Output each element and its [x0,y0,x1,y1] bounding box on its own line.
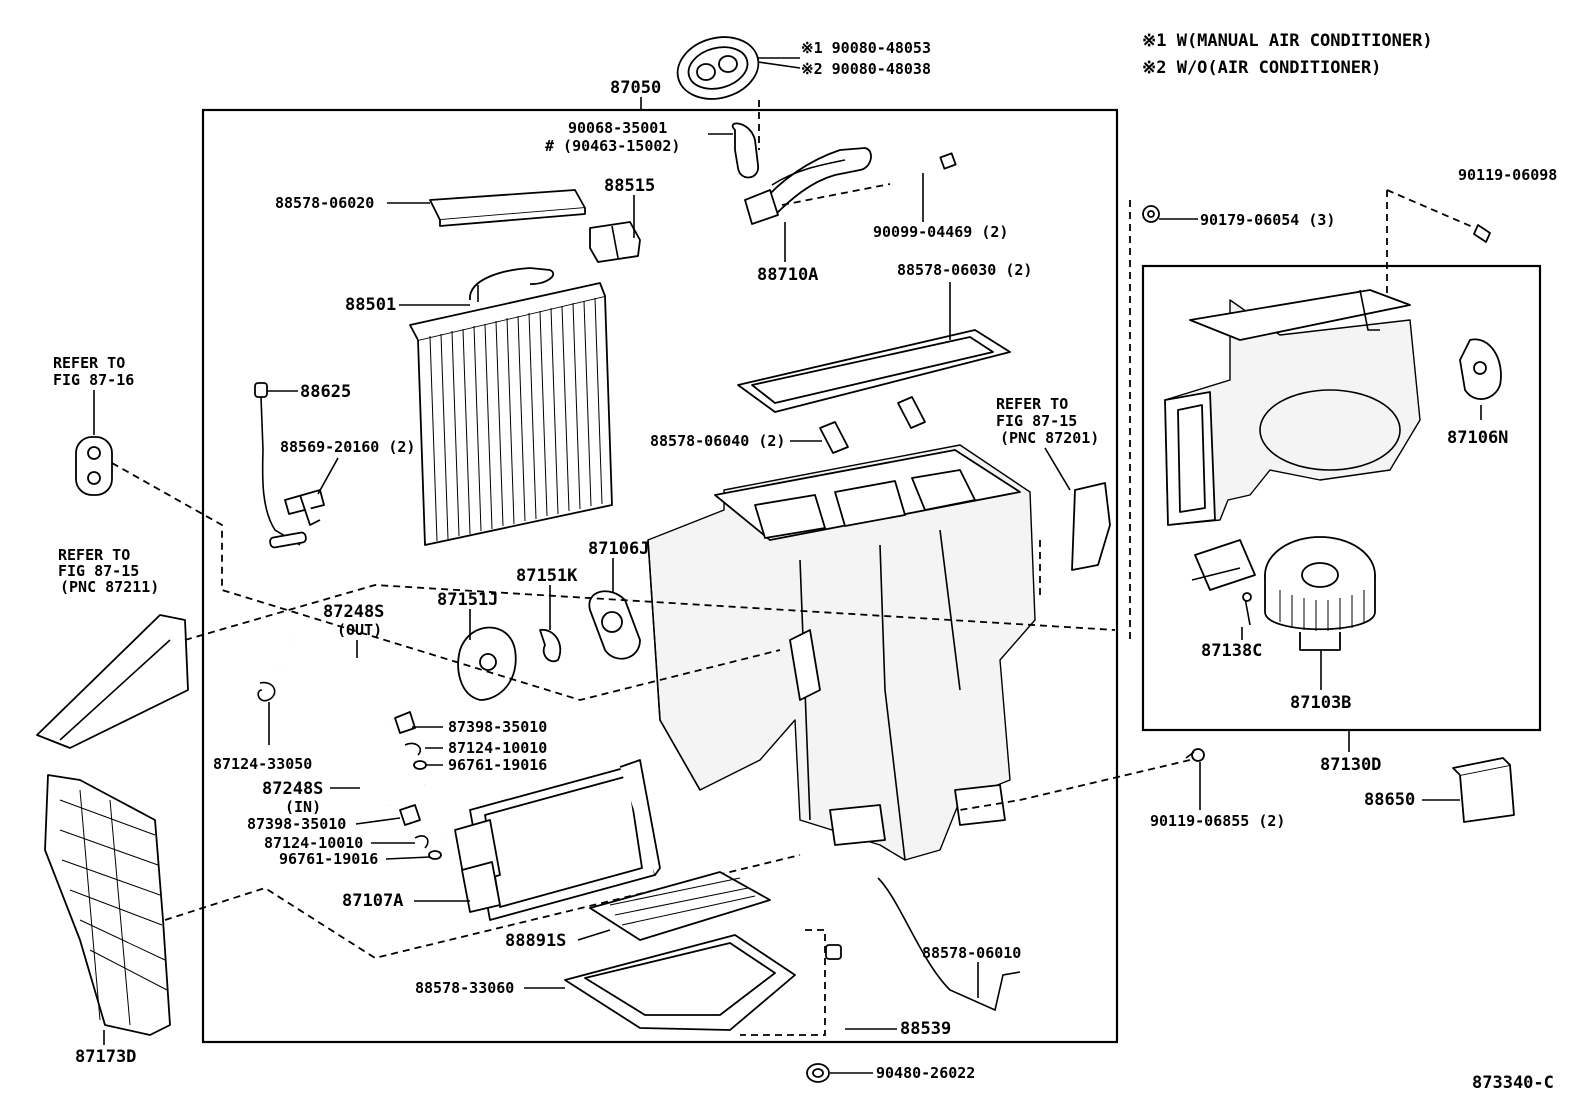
blower-motor-87103B [1264,536,1376,651]
evaporator-part [409,267,613,546]
label-90080-48038: ※2 90080-48038 [801,60,931,78]
tray-88891S [589,871,771,941]
label-87124-33050: 87124-33050 [213,755,312,773]
servo-87106N [1459,338,1502,400]
pad-06040 [819,396,926,454]
figure-id: 873340-C [1472,1073,1554,1093]
label-90480-26022: 90480-26022 [876,1064,975,1082]
label-88501: 88501 [345,295,396,315]
label-87103B: 87103B [1290,693,1351,713]
main-unit-frame [201,108,1119,1044]
label-96761-19016-b: 96761-19016 [279,850,378,868]
drain-hose-88539 [825,944,847,1041]
ref-right-line2: FIG 87-15 [996,412,1077,430]
block-88515 [589,221,641,263]
ref-fig-87-16-line1: REFER TO [53,354,125,372]
label-88569-20160: 88569-20160 (2) [280,438,415,456]
duct-87211 [36,614,189,749]
clip-87124-33050 [257,681,276,702]
label-87050: 87050 [610,78,661,98]
ref-left-line1: REFER TO [58,546,130,564]
ref-left-line2: FIG 87-15 [58,562,139,580]
bolt-part [889,152,957,184]
label-88710A: 88710A [757,265,818,285]
label-90099-04469: 90099-04469 (2) [873,223,1008,241]
thermistor-part [254,382,307,549]
label-90179-06054: 90179-06054 (3) [1200,211,1335,229]
ref-right-line3: (PNC 87201) [1000,429,1099,447]
label-87248S-in-sub: (IN) [285,798,321,816]
block-88650 [1452,757,1515,823]
drain-pan-88578-33060 [564,934,796,1031]
hvac-case [647,444,1036,861]
label-88578-06030: 88578-06030 (2) [897,261,1032,279]
pipe-87248S-in [278,665,447,843]
label-90068-35001: 90068-35001 [568,119,667,137]
label-87106N: 87106N [1447,428,1508,448]
label-87124-10010-a: 87124-10010 [448,739,547,757]
pipe-87248S-out [292,637,395,722]
ref-fig-87-16-line2: FIG 87-16 [53,371,134,389]
label-88578-06020: 88578-06020 [275,194,374,212]
label-87398-35010-b: 87398-35010 [247,815,346,833]
cover-87173D [44,774,171,1036]
wire-88578-06010 [877,877,1021,1012]
screw-90119-06855 [1185,748,1205,762]
gasket-06030 [737,329,1011,413]
duct-87201 [1071,482,1111,571]
legend-note-2: ※2 W/O(AIR CONDITIONER) [1142,58,1381,78]
label-87151J: 87151J [437,590,498,610]
ref-right-line1: REFER TO [996,395,1068,413]
label-87248S-out-sub: (OUT) [337,621,382,639]
label-88578-06010: 88578-06010 [922,944,1021,962]
blower-unit-frame [1141,264,1542,732]
label-87130D: 87130D [1320,755,1381,775]
label-87106J: 87106J [588,539,649,559]
label-90119-06098: 90119-06098 [1458,166,1557,184]
label-87138C: 87138C [1201,641,1262,661]
link-87151J [457,626,517,701]
label-90119-06855: 90119-06855 (2) [1150,812,1285,830]
grommet-87-16 [75,436,113,496]
clip-part [731,122,759,179]
fittings-upper [394,711,427,770]
label-88578-33060: 88578-33060 [415,979,514,997]
heater-core-87107A [454,759,661,921]
servo-motor-87106J [588,590,641,660]
fittings-lower [399,804,442,860]
legend-note-1: ※1 W(MANUAL AIR CONDITIONER) [1142,31,1433,51]
label-87124-10010-b: 87124-10010 [264,834,363,852]
screw-90119-06098 [1473,224,1491,243]
grommet-90480 [806,1063,830,1083]
label-90080-48053: ※1 90080-48053 [801,39,931,57]
label-88539: 88539 [900,1019,951,1039]
label-88515: 88515 [604,176,655,196]
label-88891S: 88891S [505,931,566,951]
clip-88569 [284,489,325,526]
nut-90179-06054 [1142,205,1160,223]
label-88578-06040: 88578-06040 (2) [650,432,785,450]
resistor-87138C [1191,539,1256,626]
filter-pad-part [429,189,586,227]
label-87173D: 87173D [75,1047,136,1067]
label-87248S-in: 87248S [262,779,323,799]
expansion-valve-pipe [744,147,872,225]
label-96761-19016-a: 96761-19016 [448,756,547,774]
ref-left-line3: (PNC 87211) [60,578,159,596]
label-87248S-out: 87248S [323,602,384,622]
label-88650: 88650 [1364,790,1415,810]
label-87151K: 87151K [516,566,578,586]
label-90463-15002: # (90463-15002) [545,137,680,155]
label-88625: 88625 [300,382,351,402]
label-87107A: 87107A [342,891,403,911]
label-87398-35010-a: 87398-35010 [448,718,547,736]
grommet-part [676,36,760,100]
link-87151K [539,629,562,663]
blower-case [1164,289,1421,526]
